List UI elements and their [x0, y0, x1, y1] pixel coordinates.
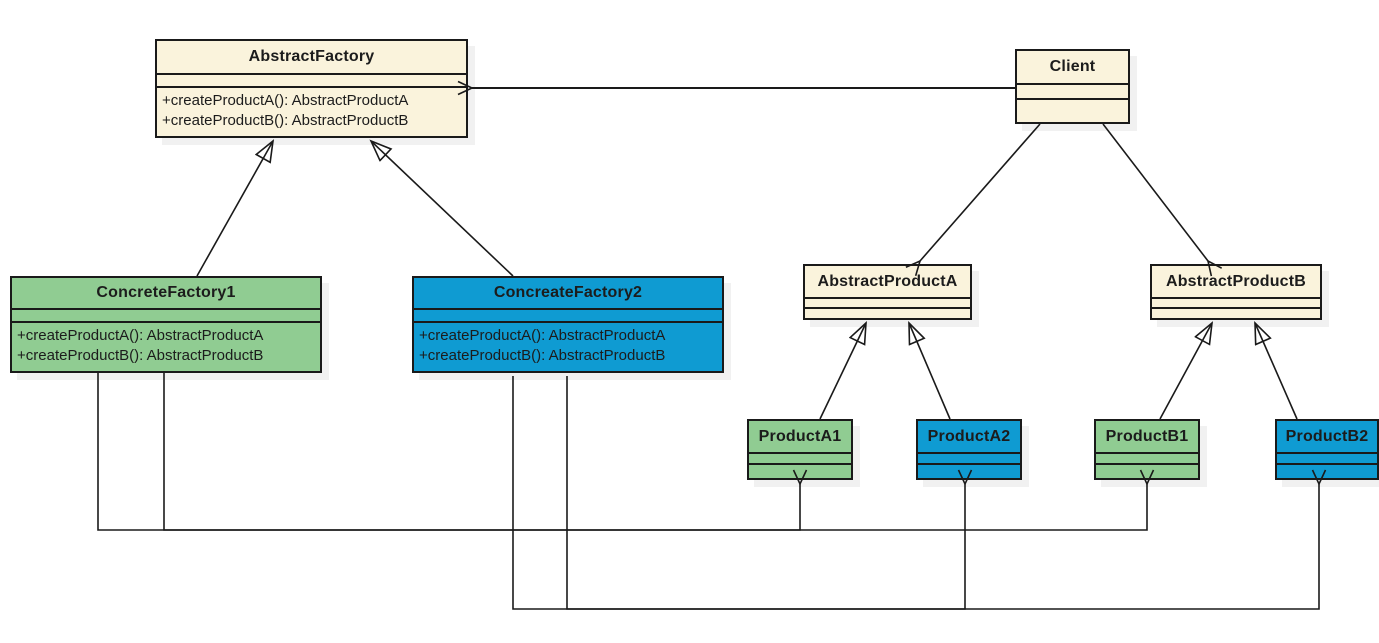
class-attributes-empty: [1096, 452, 1198, 463]
method-line: +createProductB(): AbstractProductB: [419, 347, 666, 364]
class-concreate-factory-2: ConcreateFactory2 +createProductA(): Abs…: [412, 276, 724, 373]
class-methods: +createProductA(): AbstractProductA +cre…: [12, 321, 320, 371]
class-methods-empty: [1096, 463, 1198, 478]
class-product-a2: ProductA2: [916, 419, 1022, 480]
generalization-edge-producta2-abstractproducta: [909, 323, 951, 420]
class-title: AbstractFactory: [248, 48, 375, 65]
class-methods-empty: [918, 463, 1020, 478]
class-methods-empty: [749, 463, 851, 478]
class-title: ProductB2: [1285, 427, 1369, 445]
dependency-edge-client-abstractproducta: [905, 123, 1041, 277]
class-attributes-empty: [12, 308, 320, 321]
class-attributes-empty: [157, 73, 466, 86]
class-attributes-empty: [1017, 83, 1128, 98]
class-attributes-empty: [805, 297, 970, 307]
class-title: Client: [1049, 58, 1096, 75]
class-methods: +createProductA(): AbstractProductA +cre…: [414, 321, 722, 371]
class-product-b2: ProductB2: [1275, 419, 1379, 480]
class-client: Client: [1015, 49, 1130, 124]
class-attributes-empty: [918, 452, 1020, 463]
method-line: +createProductA(): AbstractProductA: [17, 327, 264, 344]
generalization-edge-concretefactory1-abstractfactory: [196, 141, 273, 277]
class-attributes-empty: [414, 308, 722, 321]
method-line: +createProductB(): AbstractProductB: [17, 347, 264, 364]
dependency-edge-concreatefactory2-producta2: [512, 376, 973, 610]
class-attributes-empty: [1152, 297, 1320, 307]
class-attributes-empty: [1277, 452, 1377, 463]
class-title: ConcreateFactory2: [493, 284, 643, 301]
class-methods-empty: [1152, 307, 1320, 318]
class-title: ConcreteFactory1: [96, 284, 236, 301]
generalization-edge-productb1-abstractproductb: [1159, 323, 1212, 420]
method-line: +createProductA(): AbstractProductA: [162, 92, 409, 109]
class-title: ProductA1: [758, 427, 842, 445]
class-abstract-product-a: AbstractProductA: [803, 264, 972, 320]
generalization-edge-productb2-abstractproductb: [1255, 323, 1298, 420]
method-line: +createProductB(): AbstractProductB: [162, 112, 409, 129]
class-concrete-factory-1: ConcreteFactory1 +createProductA(): Abst…: [10, 276, 322, 373]
class-methods: +createProductA(): AbstractProductA +cre…: [157, 86, 466, 136]
method-line: +createProductA(): AbstractProductA: [419, 327, 666, 344]
class-product-a1: ProductA1: [747, 419, 853, 480]
class-methods-empty: [1017, 98, 1128, 122]
dependency-edge-concreatefactory2-productb2: [566, 376, 1327, 610]
class-attributes-empty: [749, 452, 851, 463]
class-title: AbstractProductA: [817, 272, 958, 290]
class-abstract-factory: AbstractFactory +createProductA(): Abstr…: [155, 39, 468, 138]
class-abstract-product-b: AbstractProductB: [1150, 264, 1322, 320]
class-title: AbstractProductB: [1165, 272, 1307, 290]
class-methods-empty: [1277, 463, 1377, 478]
class-title: ProductA2: [927, 427, 1011, 445]
class-title: ProductB1: [1105, 427, 1189, 445]
class-product-b1: ProductB1: [1094, 419, 1200, 480]
generalization-edge-producta1-abstractproducta: [819, 323, 866, 420]
dependency-edge-client-abstractproductb: [1102, 123, 1223, 277]
class-methods-empty: [805, 307, 970, 318]
dependency-edge-concretefactory1-producta1: [97, 372, 808, 531]
generalization-edge-concreatefactory2-abstractfactory: [371, 141, 514, 277]
